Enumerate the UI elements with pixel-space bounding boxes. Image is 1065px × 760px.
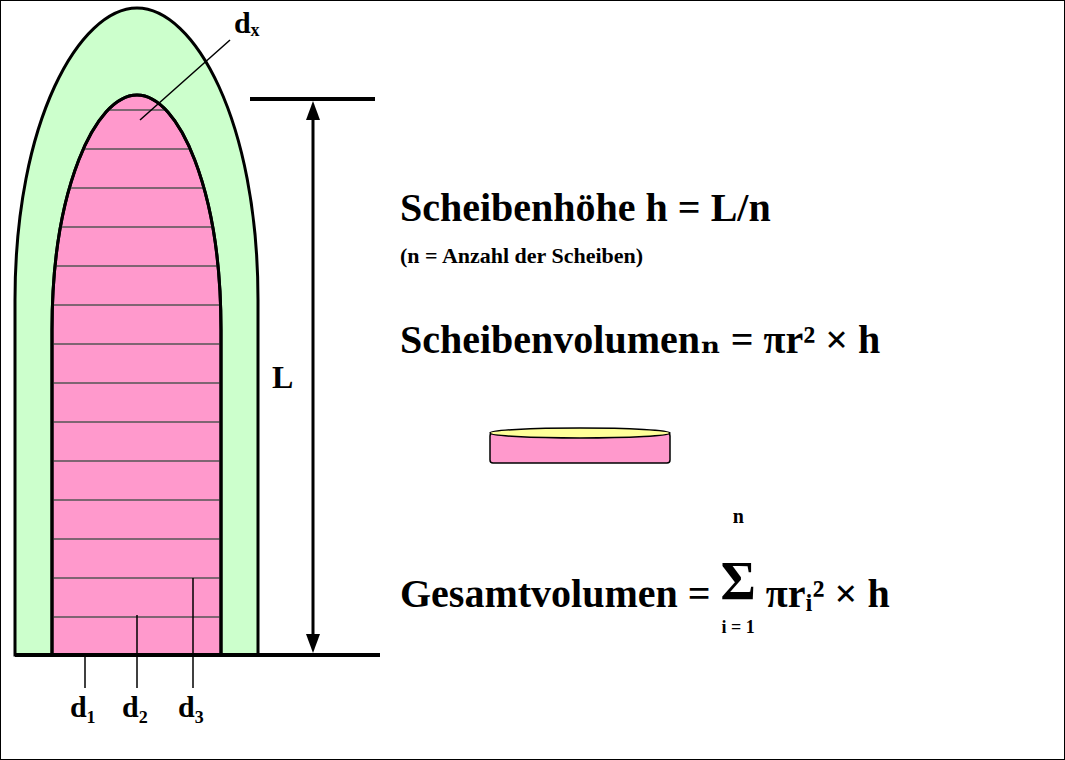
outer-shell [15,8,258,655]
sum-symbol: Σ [721,552,756,611]
arrow-head [306,634,320,653]
leader-line [140,40,230,120]
formula: Gesamtvolumen = [400,572,711,616]
base-line [15,653,380,657]
diameter-label: d₂ [122,690,148,723]
diameter-label: d₃ [178,690,204,723]
diameter-label: d₁ [70,690,96,723]
leader-line [84,655,86,688]
sum-limit: n [733,505,744,527]
formula: Scheibenhöhe h = L/n [400,186,771,230]
slice-line [40,421,235,423]
slice-line [40,382,235,384]
slice-line [40,538,235,540]
leader-line [192,578,194,688]
length-label: L [272,360,293,395]
slice-line [40,265,235,267]
slice-line [40,460,235,462]
note: (n = Anzahl der Scheiben) [400,244,643,268]
leader-line [136,615,138,688]
disc-icon [490,428,670,463]
slice-line [40,226,235,228]
length-arrow [312,112,315,642]
inner-outline [52,95,221,655]
inner-volume [52,95,221,655]
slice-line [40,499,235,501]
arrow-head [306,101,320,120]
formula: Scheibenvolumenₙ = πr² × h [400,318,880,362]
diameter-label: dₓ [234,6,259,39]
formula: πrᵢ² × h [766,572,890,616]
slice-line [40,109,235,111]
sum-limit: i = 1 [722,618,755,638]
slice-line [40,343,235,345]
slice-line [40,148,235,150]
top-line [250,97,375,101]
slice-line [40,577,235,579]
slice-line [40,304,235,306]
